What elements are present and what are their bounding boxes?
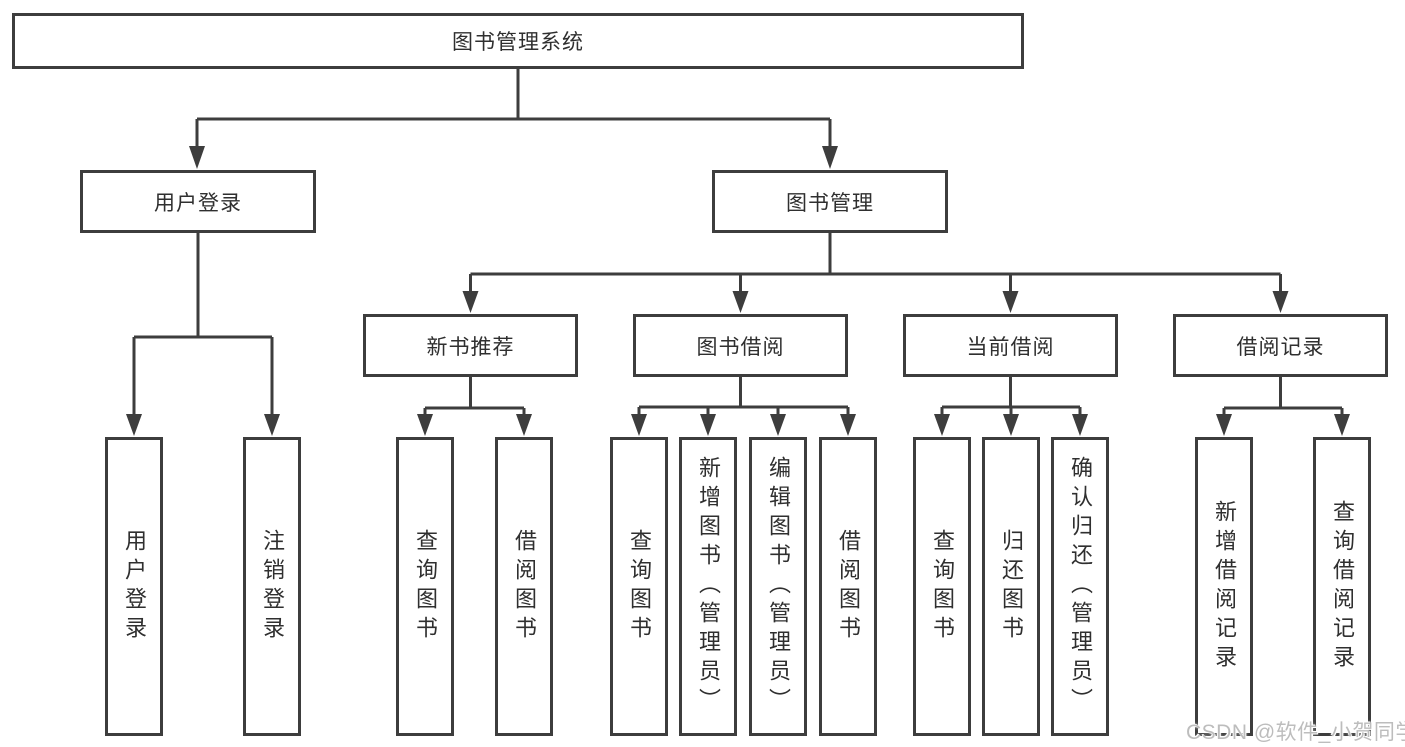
leaf-add-books-admin: 新增图书（管理员）	[679, 437, 737, 736]
leaf-newbook-query-books: 查询图书	[396, 437, 454, 736]
leaf-newbook-query-books-label: 查询图书	[413, 528, 438, 645]
node-current-borrowing: 当前借阅	[903, 314, 1118, 377]
leaf-borrowing-query-books: 查询图书	[610, 437, 668, 736]
leaf-add-borrow-record-label: 新增借阅记录	[1212, 499, 1237, 674]
leaf-confirm-return-admin: 确认归还（管理员）	[1051, 437, 1109, 736]
leaf-borrowing-query-books-label: 查询图书	[627, 528, 652, 645]
leaf-user-login: 用户登录	[105, 437, 163, 736]
leaf-newbook-borrow-books: 借阅图书	[495, 437, 553, 736]
node-book-borrowing-label: 图书借阅	[696, 335, 785, 359]
leaf-edit-books-admin-label: 编辑图书（管理员）	[766, 456, 791, 717]
leaf-borrow-books-label: 借阅图书	[836, 528, 861, 645]
leaf-confirm-return-admin-label: 确认归还（管理员）	[1068, 456, 1093, 717]
leaf-query-borrow-record: 查询借阅记录	[1313, 437, 1371, 736]
node-new-book-recommend: 新书推荐	[363, 314, 578, 377]
node-user-login: 用户登录	[80, 170, 316, 233]
arrowheads	[126, 146, 1350, 436]
leaf-query-borrow-record-label: 查询借阅记录	[1330, 499, 1355, 674]
leaf-current-query-books: 查询图书	[913, 437, 971, 736]
leaf-user-login-label: 用户登录	[122, 528, 147, 645]
leaf-newbook-borrow-books-label: 借阅图书	[512, 528, 537, 645]
node-root-label: 图书管理系统	[452, 31, 584, 54]
node-borrow-records-label: 借阅记录	[1236, 335, 1325, 359]
leaf-add-borrow-record: 新增借阅记录	[1195, 437, 1253, 736]
node-user-login-label: 用户登录	[154, 191, 242, 215]
node-book-management-label: 图书管理	[786, 191, 874, 215]
leaf-return-books: 归还图书	[982, 437, 1040, 736]
node-book-management: 图书管理	[712, 170, 948, 233]
leaf-add-books-admin-label: 新增图书（管理员）	[696, 456, 721, 717]
node-current-borrowing-label: 当前借阅	[966, 335, 1055, 359]
node-root-system: 图书管理系统	[12, 13, 1024, 69]
leaf-return-books-label: 归还图书	[999, 528, 1024, 645]
connector-polylines	[132, 69, 1344, 416]
node-new-book-recommend-label: 新书推荐	[426, 335, 515, 359]
node-borrow-records: 借阅记录	[1173, 314, 1388, 377]
node-book-borrowing: 图书借阅	[633, 314, 848, 377]
leaf-current-query-books-label: 查询图书	[930, 528, 955, 645]
leaf-logout-label: 注销登录	[260, 528, 285, 645]
leaf-edit-books-admin: 编辑图书（管理员）	[749, 437, 807, 736]
csdn-watermark: CSDN @软件_小贺同学	[1186, 721, 1405, 744]
leaf-logout: 注销登录	[243, 437, 301, 736]
leaf-borrow-books: 借阅图书	[819, 437, 877, 736]
